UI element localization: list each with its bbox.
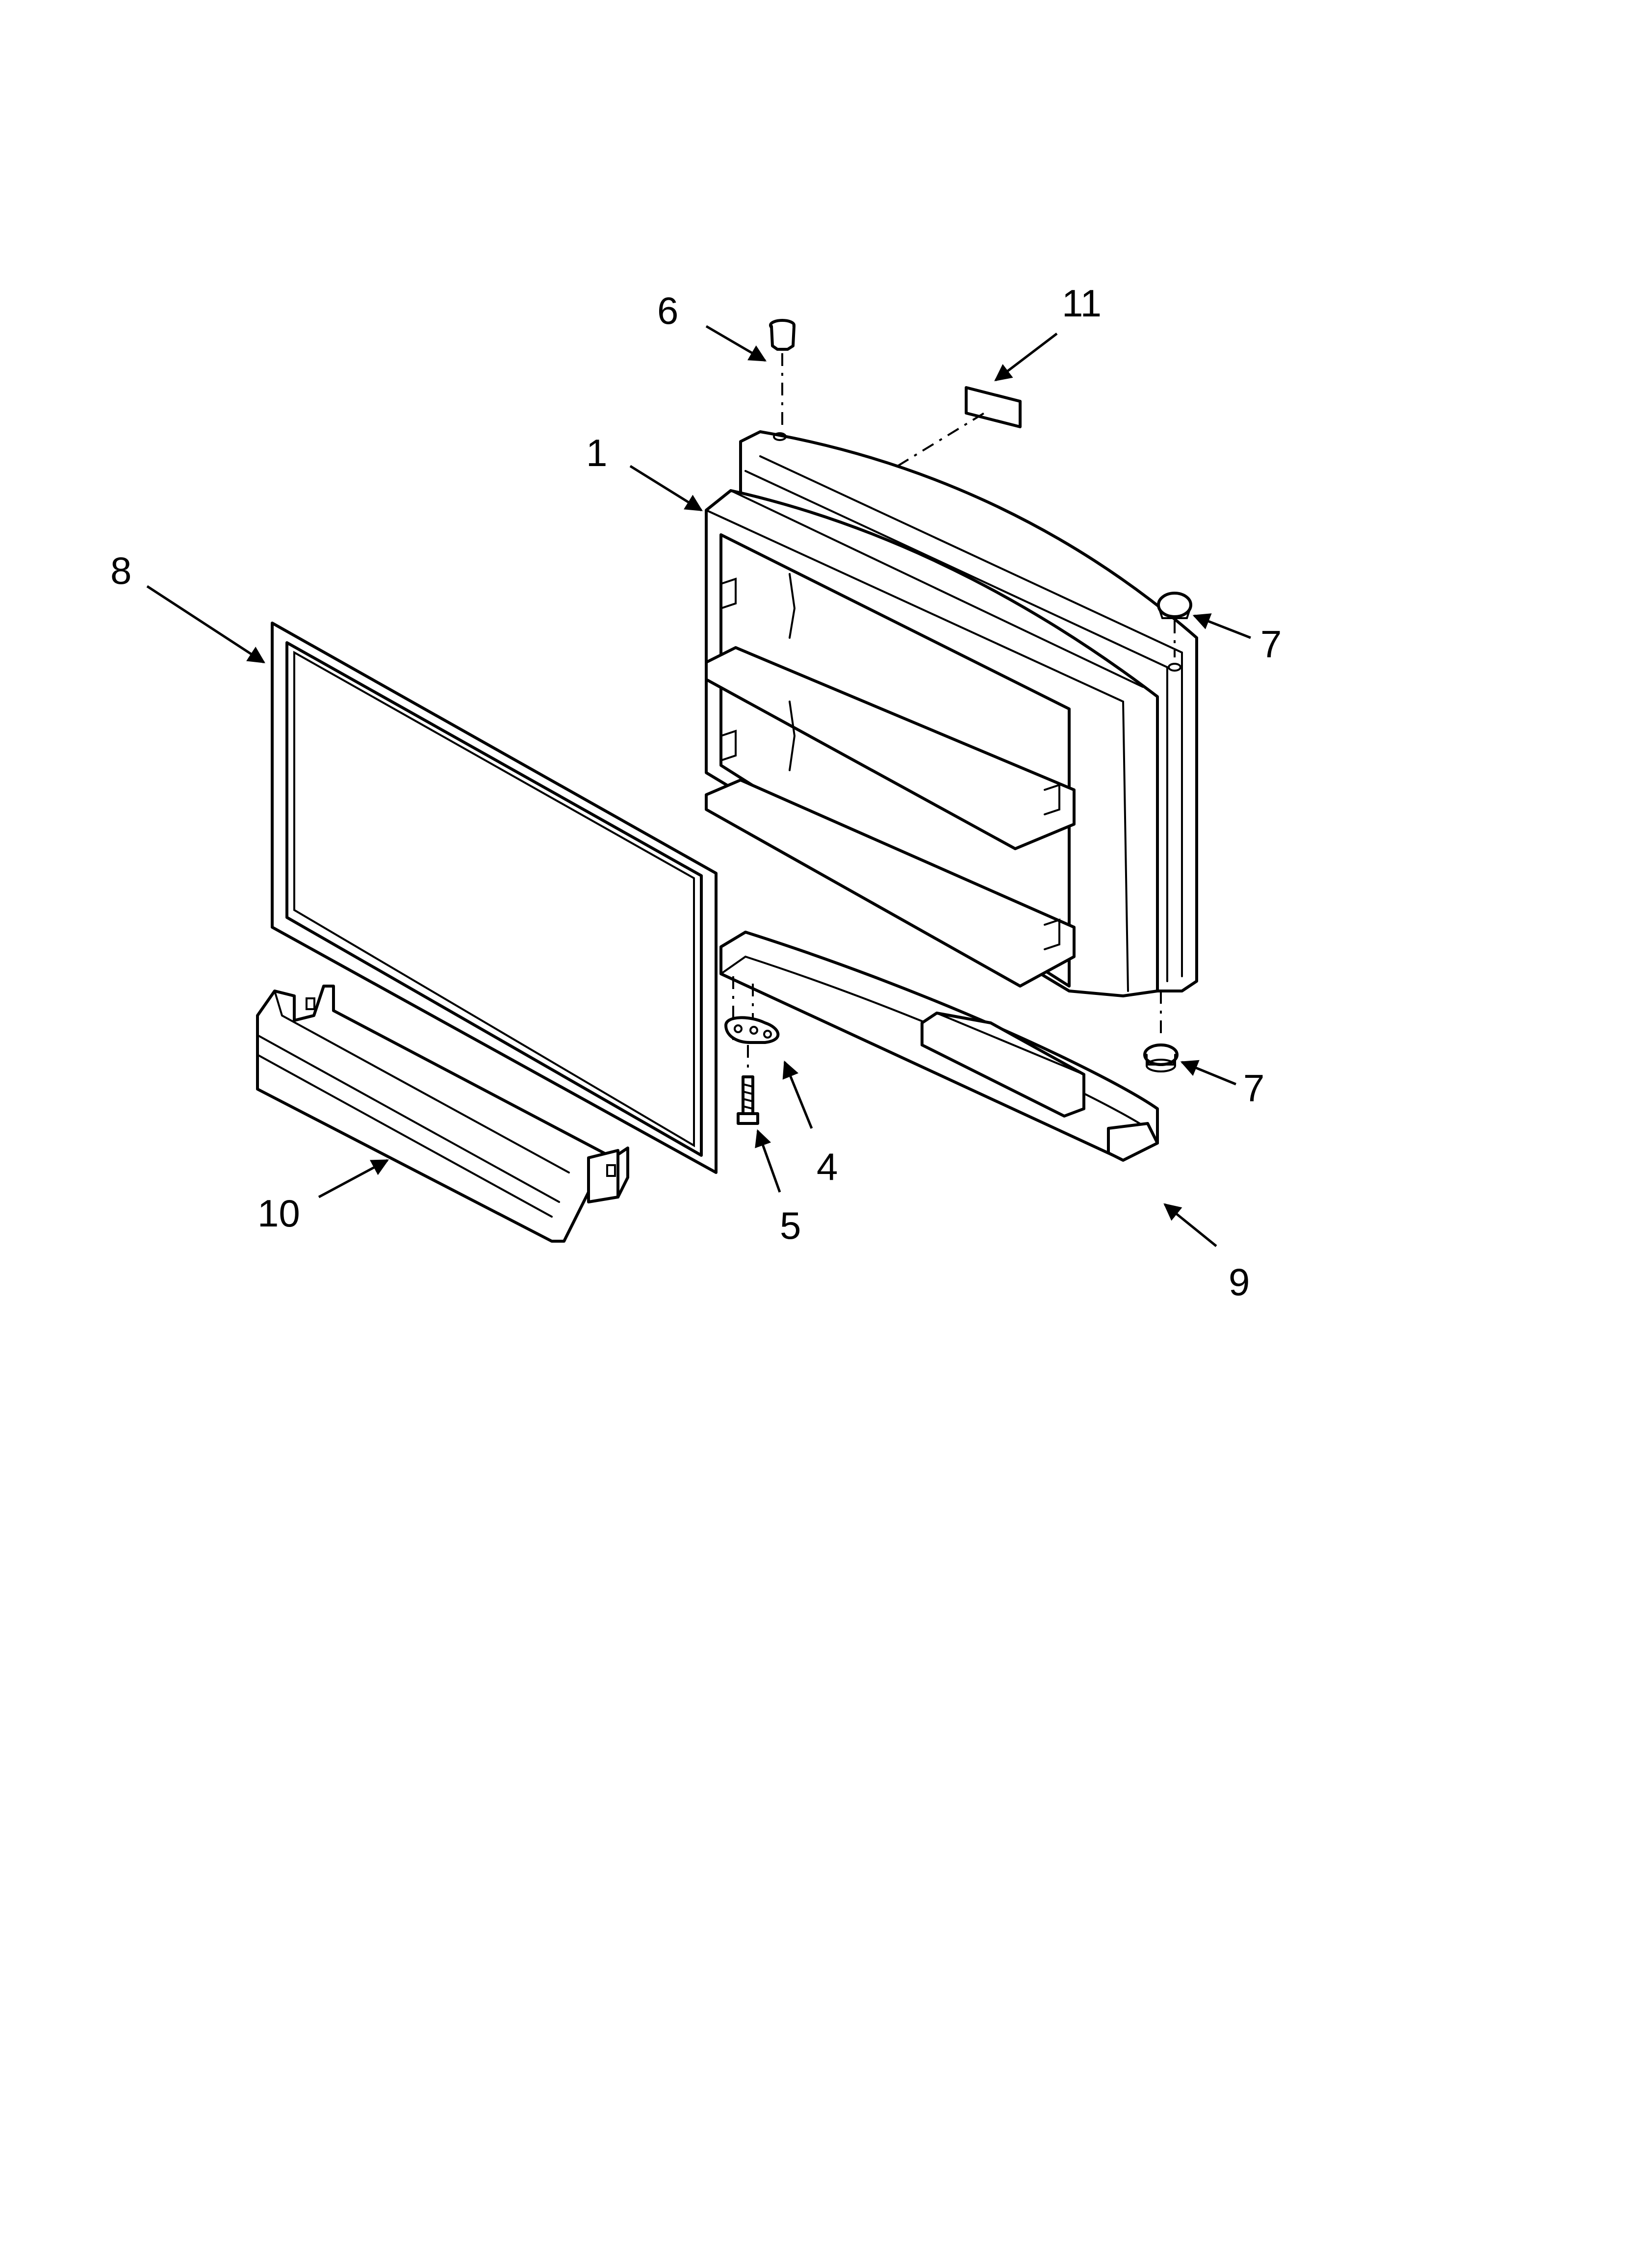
hinge-screw	[737, 1075, 759, 1125]
callout-5: 5	[780, 1204, 801, 1247]
callout-4: 4	[817, 1145, 838, 1188]
top-plug	[769, 319, 795, 427]
callout-9: 9	[1229, 1260, 1250, 1303]
leader-line-7-top	[1192, 613, 1251, 639]
leader-line-4	[782, 1060, 813, 1129]
door-gasket	[271, 622, 718, 1174]
leader-line-1	[629, 465, 703, 512]
callout-7-top: 7	[1260, 623, 1282, 666]
callout-11: 11	[1062, 282, 1102, 325]
leader-line-9	[1163, 1203, 1217, 1247]
leader-arrows	[146, 325, 1251, 1247]
callout-labels: 6 11 1 8 7 7 4 5 10 9	[110, 282, 1282, 1303]
leader-line-10	[318, 1159, 389, 1199]
door-handle	[719, 931, 1159, 1162]
door-shelf-bin	[256, 985, 629, 1243]
hinge-plate	[724, 976, 780, 1074]
callout-8: 8	[110, 549, 131, 592]
leader-line-6	[705, 325, 767, 362]
label-sticker	[897, 386, 1022, 467]
leader-line-8	[146, 585, 265, 664]
leader-line-7-bottom	[1180, 1060, 1236, 1086]
top-hinge-bushing	[1157, 592, 1192, 657]
bottom-hinge-bushing	[1143, 991, 1179, 1072]
callout-10: 10	[257, 1192, 300, 1235]
callout-1: 1	[586, 431, 607, 474]
callout-7-bottom: 7	[1243, 1067, 1264, 1110]
leader-line-5	[755, 1129, 781, 1193]
door-liner	[705, 430, 1198, 997]
leader-line-11	[994, 333, 1058, 382]
callout-6: 6	[657, 289, 678, 332]
